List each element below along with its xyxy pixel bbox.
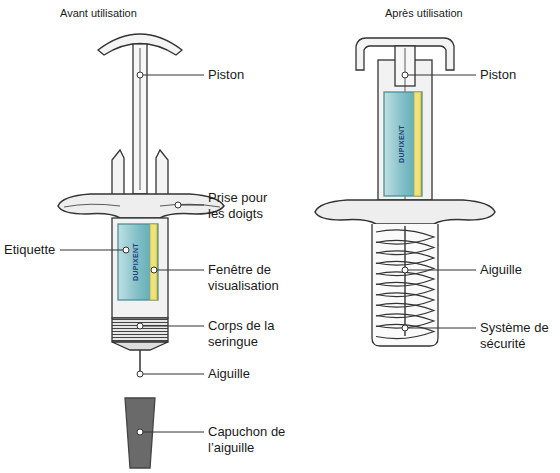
part-label: Piston xyxy=(208,67,288,83)
brand-text: DUPIXENT xyxy=(132,243,140,281)
part-label: Corps de la seringue xyxy=(208,318,308,350)
part-label: Aiguille xyxy=(208,366,288,382)
spring-turn xyxy=(376,251,434,265)
spring-turn xyxy=(376,261,434,275)
spring-coil xyxy=(376,230,434,339)
heading: Avant utilisation xyxy=(60,6,137,20)
syringe-after xyxy=(315,38,495,346)
leader-lines xyxy=(60,75,476,432)
spring-turn xyxy=(376,272,434,286)
leader-dots xyxy=(123,72,408,435)
part-label: Fenêtre de visualisation xyxy=(208,262,318,294)
part-label: Capuchon de l’aiguille xyxy=(208,424,308,456)
part-label: Etiquette xyxy=(4,242,60,258)
brand-text: DUPIXENT xyxy=(398,125,406,163)
spring-turn xyxy=(376,282,434,296)
part-label: Système de sécurité xyxy=(480,320,556,352)
spring-turn xyxy=(376,303,434,317)
spring-turn xyxy=(376,293,434,307)
heading: Après utilisation xyxy=(385,6,463,20)
spring-turn xyxy=(376,240,434,254)
spring-turn xyxy=(376,230,434,244)
spring-turn xyxy=(376,324,434,338)
part-label: Piston xyxy=(480,67,556,83)
syringe-before xyxy=(58,34,224,468)
part-label: Aiguille xyxy=(480,262,556,278)
part-label: Prise pour les doigts xyxy=(208,190,272,222)
